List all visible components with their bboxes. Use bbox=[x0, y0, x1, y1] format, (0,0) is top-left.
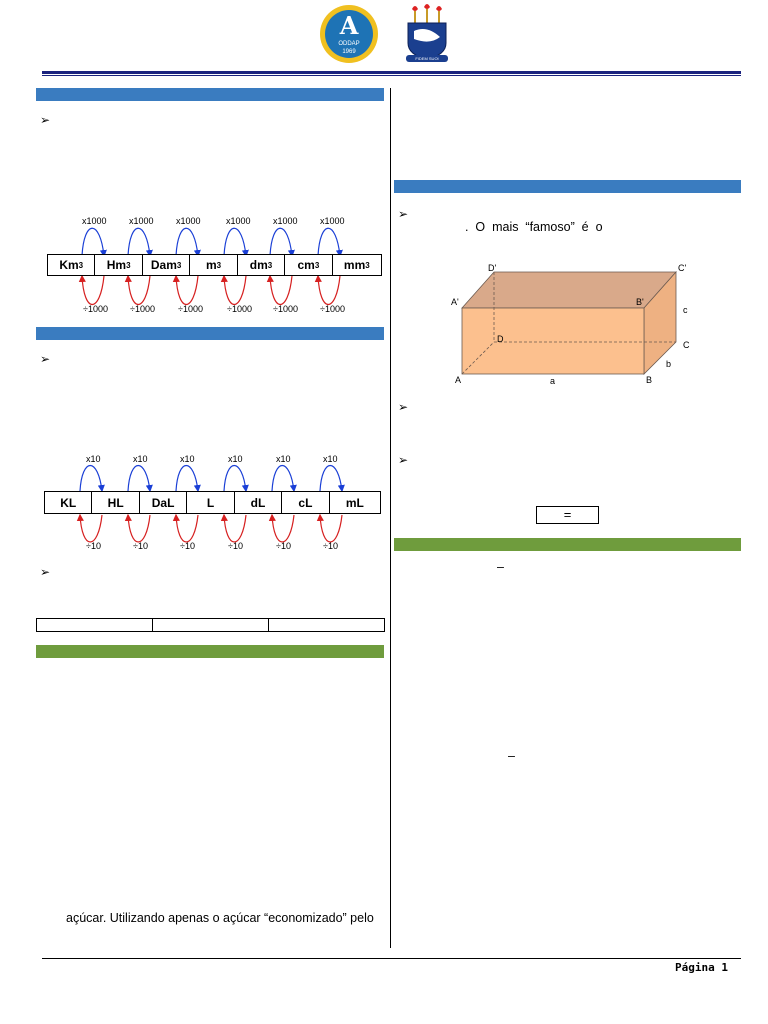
unit-cell: dL bbox=[235, 492, 283, 513]
vertex-label: B bbox=[646, 375, 653, 385]
vertex-label: C' bbox=[678, 263, 687, 273]
vertex-label: D bbox=[497, 334, 504, 344]
edge-label: b bbox=[666, 359, 672, 369]
edge-label: c bbox=[683, 305, 688, 315]
vertex-label: B' bbox=[636, 297, 644, 307]
capacity-arrows bbox=[76, 464, 345, 543]
mult-label: x1000 bbox=[320, 216, 345, 226]
formula-box: = bbox=[536, 506, 599, 524]
section-bar-solids bbox=[394, 180, 741, 193]
bullet-arrow-icon: ➢ bbox=[398, 400, 409, 414]
bullet-arrow-icon: ➢ bbox=[398, 453, 409, 467]
vertex-label: D' bbox=[488, 263, 497, 273]
div-label: ÷1000 bbox=[178, 304, 203, 314]
left-bottom-text: açúcar. Utilizando apenas o açúcar “econ… bbox=[66, 911, 374, 925]
mult-label: x10 bbox=[228, 454, 243, 464]
mult-label: x10 bbox=[276, 454, 291, 464]
div-label: ÷10 bbox=[228, 541, 243, 551]
unit-cell: DaL bbox=[140, 492, 188, 513]
equals-sign: = bbox=[563, 507, 572, 522]
div-label: ÷1000 bbox=[227, 304, 252, 314]
bullet-arrow-icon: ➢ bbox=[40, 113, 51, 127]
vertex-label: A' bbox=[451, 297, 459, 307]
mult-label: x1000 bbox=[176, 216, 201, 226]
mult-label: x10 bbox=[133, 454, 148, 464]
page-number: Página 1 bbox=[675, 961, 728, 974]
footer-rule bbox=[42, 958, 741, 959]
dash-mark: – bbox=[497, 560, 504, 574]
section-bar-capacity bbox=[36, 327, 384, 340]
volume-arrows bbox=[78, 227, 343, 306]
div-label: ÷1000 bbox=[130, 304, 155, 314]
edge-label: a bbox=[550, 376, 556, 386]
mult-label: x1000 bbox=[82, 216, 107, 226]
capacity-unit-strip: KL HL DaL L dL cL mL bbox=[44, 491, 381, 514]
vertex-label: A bbox=[455, 375, 462, 385]
div-label: ÷1000 bbox=[273, 304, 298, 314]
div-label: ÷1000 bbox=[83, 304, 108, 314]
unit-cell: KL bbox=[45, 492, 93, 513]
empty-table bbox=[36, 618, 385, 632]
mult-label: x1000 bbox=[273, 216, 298, 226]
div-label: ÷10 bbox=[276, 541, 291, 551]
mult-label: x10 bbox=[86, 454, 101, 464]
bullet-arrow-icon: ➢ bbox=[40, 565, 51, 579]
logo-ribbon-text: FIDEM SUOI bbox=[415, 56, 439, 61]
mult-label: x10 bbox=[323, 454, 338, 464]
dash-mark: – bbox=[508, 749, 515, 763]
header-logo-left: A ODDAP 1969 bbox=[317, 3, 381, 65]
logo-letter: A bbox=[339, 11, 359, 40]
div-label: ÷10 bbox=[133, 541, 148, 551]
header-rule-thin bbox=[42, 75, 741, 76]
vertex-label: C bbox=[683, 340, 690, 350]
unit-cell: HL bbox=[92, 492, 140, 513]
unit-cell: L bbox=[187, 492, 235, 513]
table-cell bbox=[269, 619, 384, 631]
mult-label: x1000 bbox=[226, 216, 251, 226]
logo-text: ODDAP bbox=[338, 41, 360, 47]
section-bar-volume bbox=[36, 88, 384, 101]
parallelepiped-diagram bbox=[461, 270, 677, 375]
logo-year: 1969 bbox=[342, 49, 356, 55]
section-bar-exercises-left bbox=[36, 645, 384, 658]
unit-cell: mL bbox=[345, 495, 364, 510]
header-rule bbox=[42, 71, 741, 74]
div-label: ÷10 bbox=[180, 541, 195, 551]
div-label: ÷1000 bbox=[320, 304, 345, 314]
table-cell bbox=[153, 619, 269, 631]
div-label: ÷10 bbox=[86, 541, 101, 551]
mult-label: x1000 bbox=[129, 216, 154, 226]
unit-cell: cL bbox=[282, 492, 330, 513]
div-label: ÷10 bbox=[323, 541, 338, 551]
section-bar-exercises-right bbox=[394, 538, 741, 551]
bullet-arrow-icon: ➢ bbox=[398, 207, 409, 221]
table-cell bbox=[37, 619, 153, 631]
bullet-arrow-icon: ➢ bbox=[40, 352, 51, 366]
famoso-line: . O mais “famoso” é o bbox=[465, 220, 603, 234]
header-logo-right: FIDEM SUOI bbox=[404, 3, 450, 67]
column-divider bbox=[390, 88, 391, 948]
mult-label: x10 bbox=[180, 454, 195, 464]
